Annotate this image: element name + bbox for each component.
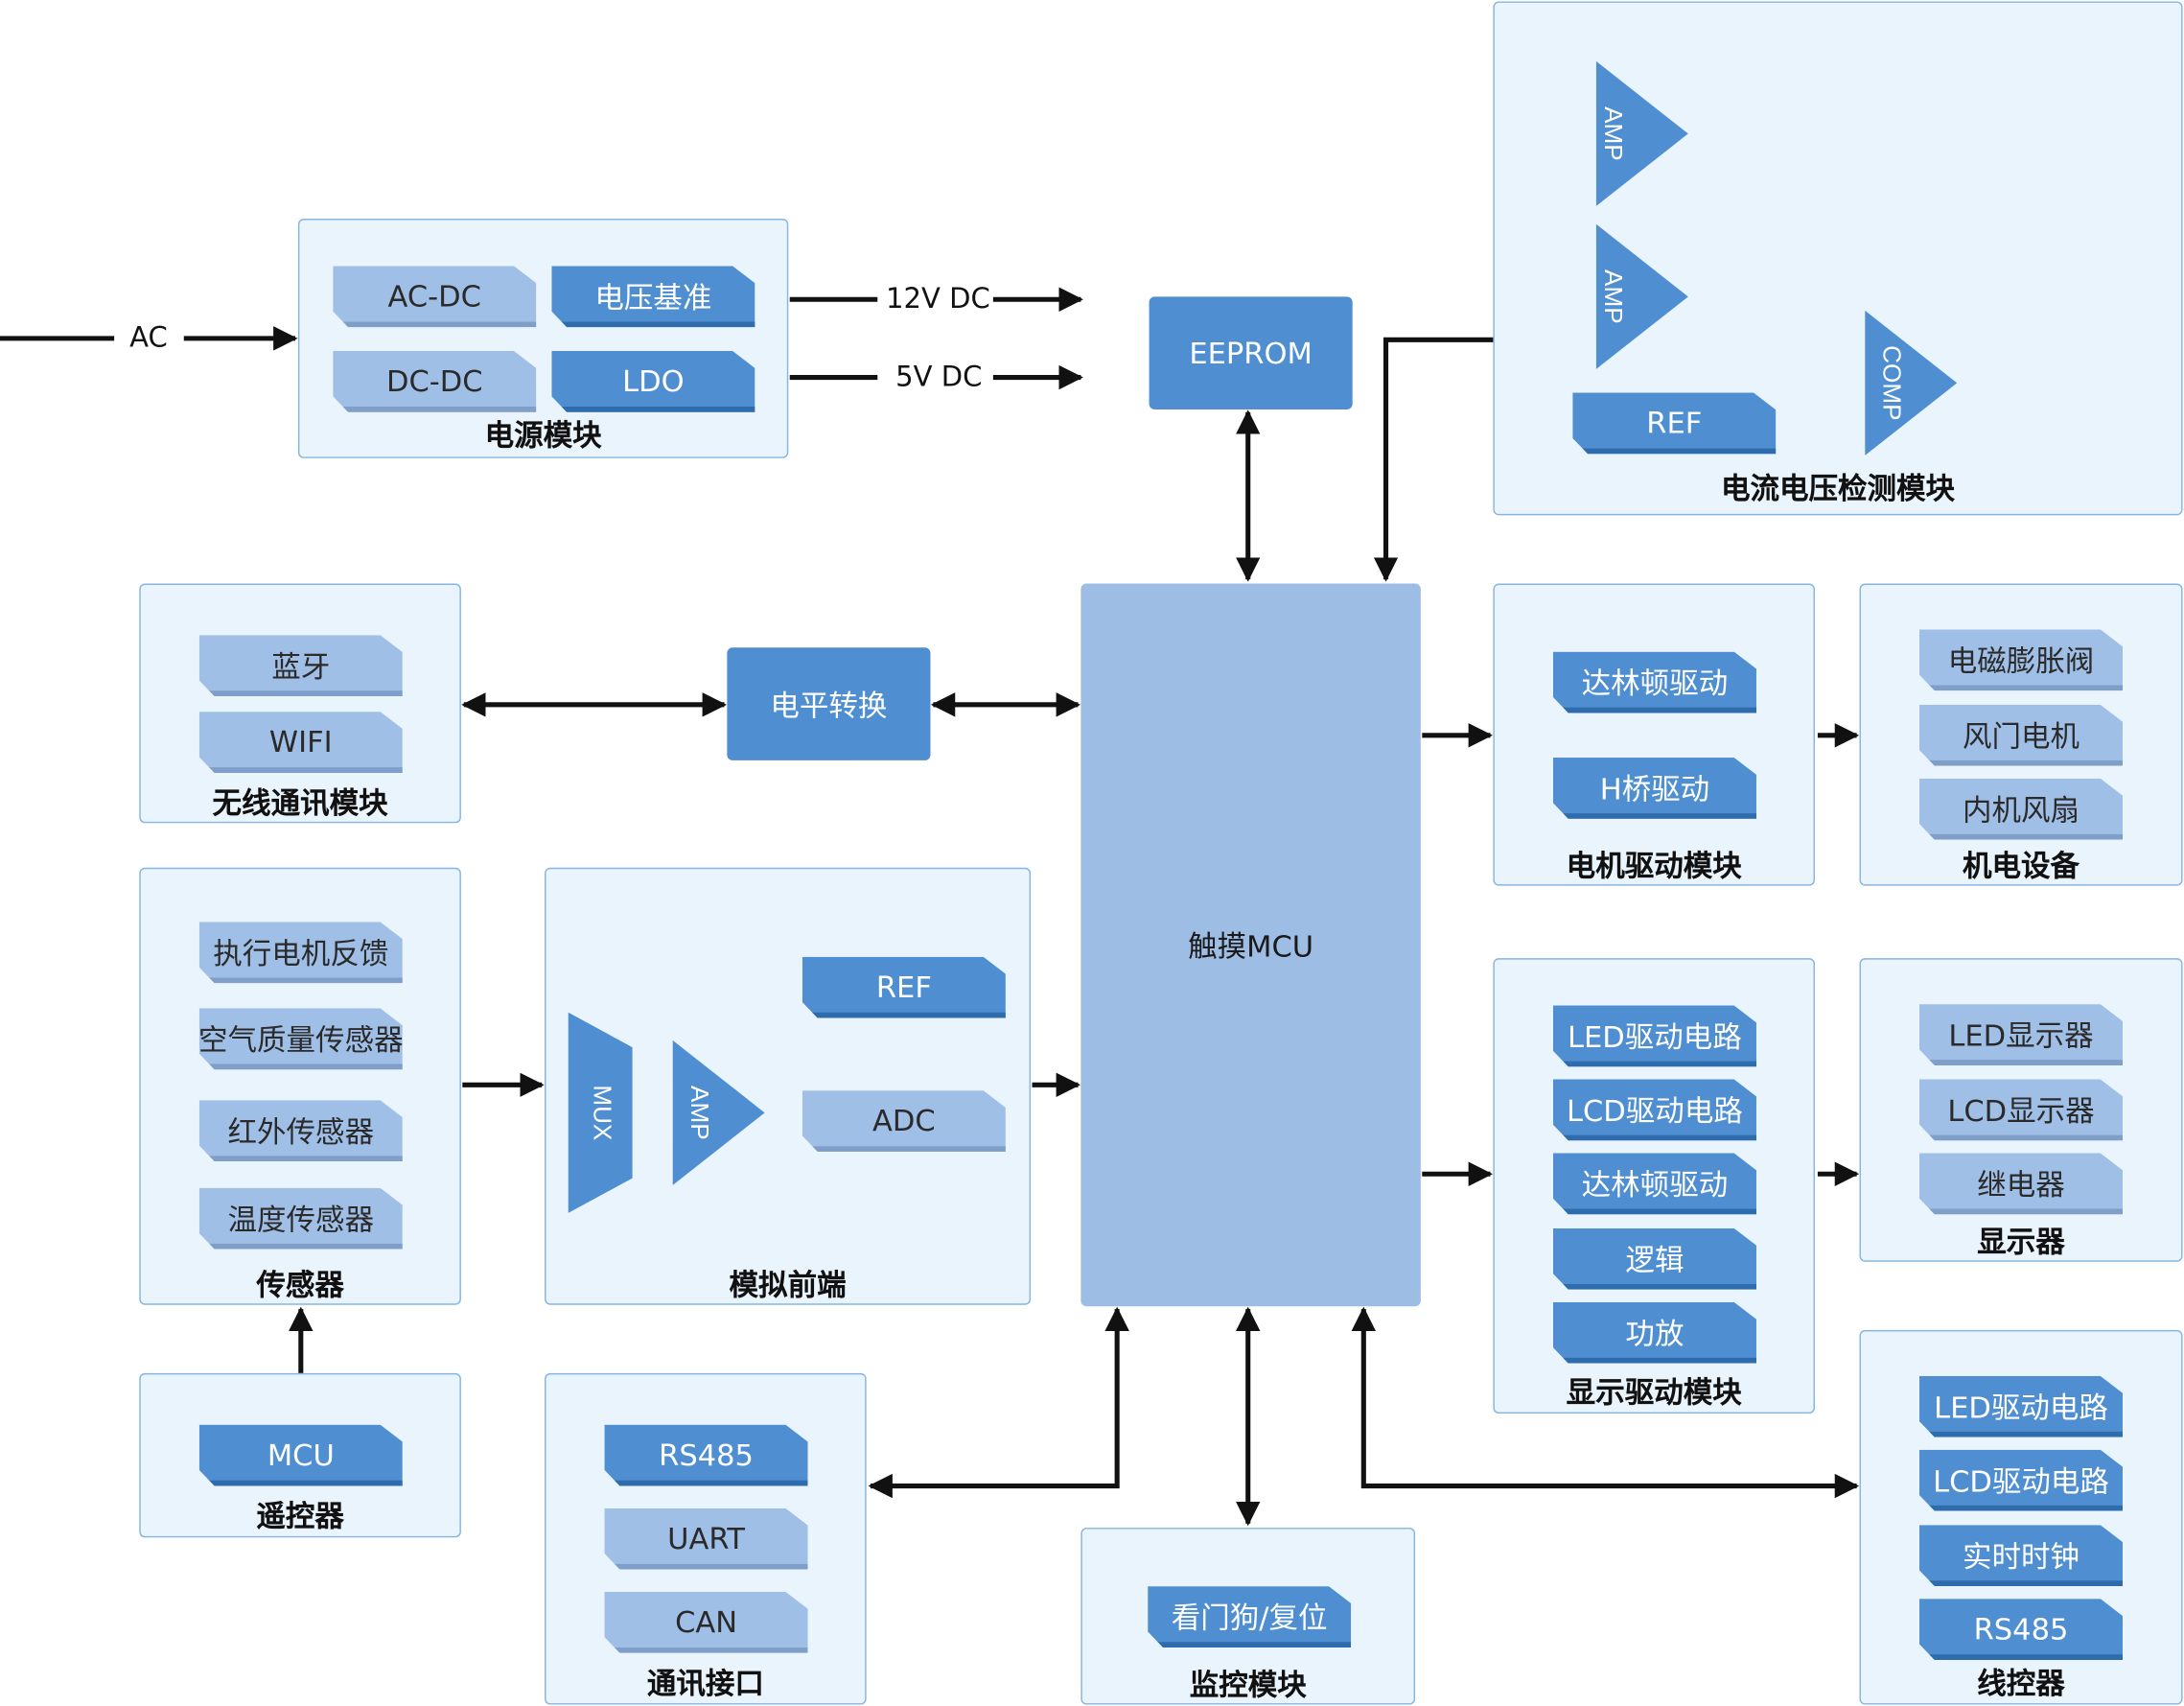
voltage-ref-chip: 电压基准 — [551, 266, 755, 328]
temperature-chip: 温度传感器 — [198, 1187, 403, 1250]
sensor-module: 执行电机反馈 空气质量传感器 红外传感器 温度传感器 传感器 — [139, 867, 461, 1305]
expansion-valve-chip: 电磁膨胀阀 — [1918, 629, 2124, 691]
frontend-ref-chip: REF — [802, 956, 1006, 1018]
ldo-chip: LDO — [551, 350, 755, 412]
eeprom-block: EEPROM — [1149, 296, 1353, 409]
motor-module: 达林顿驱动 H桥驱动 电机驱动模块 — [1493, 583, 1816, 886]
remote-module: MCU 遥控器 — [139, 1372, 461, 1538]
power-module-title: 电源模块 — [484, 419, 602, 453]
frontend-amp-triangle — [672, 1040, 765, 1185]
comp-label: COMP — [1878, 345, 1907, 420]
detect-to-mcu-arrow — [1373, 337, 1494, 582]
sensor-module-title: 传感器 — [256, 1268, 344, 1302]
air-quality-chip: 空气质量传感器 — [198, 1008, 403, 1070]
level-shift-label: 电平转换 — [770, 689, 888, 722]
mech-module: 电磁膨胀阀 风门电机 内机风扇 机电设备 — [1859, 583, 2183, 886]
frontend-amp-label: AMP — [685, 1086, 714, 1140]
indoor-fan-chip: 内机风扇 — [1918, 778, 2124, 840]
eeprom-label: EEPROM — [1189, 336, 1313, 370]
motor-module-title: 电机驱动模块 — [1566, 849, 1742, 883]
level-shift-block: 电平转换 — [727, 647, 931, 760]
dcdc-chip: DC-DC — [333, 350, 537, 412]
monitor-module-title: 监控模块 — [1189, 1668, 1307, 1702]
uart-chip: UART — [604, 1507, 808, 1570]
wc-lcd-driver-chip: LCD驱动电路 — [1918, 1449, 2124, 1511]
wc-rs485-chip: RS485 — [1918, 1599, 2124, 1661]
wireless-module: 蓝牙 WIFI 无线通讯模块 — [139, 583, 461, 824]
dc5-label: 5V DC — [895, 359, 983, 393]
frontend-module-title: 模拟前端 — [729, 1268, 847, 1302]
mcu-wirectrl-arrow — [1351, 1306, 1860, 1499]
amp1-triangle — [1595, 60, 1688, 206]
adc-chip: ADC — [802, 1090, 1006, 1153]
wifi-chip: WIFI — [198, 712, 403, 773]
touch-mcu-label: 触摸MCU — [1188, 929, 1314, 964]
detect-ref-chip: REF — [1572, 392, 1777, 455]
ac-label: AC — [129, 320, 168, 354]
can-chip: CAN — [604, 1591, 808, 1653]
remote-mcu-chip: MCU — [198, 1424, 403, 1486]
darlington-chip: 达林顿驱动 — [1552, 651, 1756, 713]
mcu-comm-arrow — [868, 1306, 1129, 1499]
mech-module-title: 机电设备 — [1963, 849, 2080, 883]
wc-led-driver-chip: LED驱动电路 — [1918, 1375, 2124, 1437]
lcd-driver-chip: LCD驱动电路 — [1552, 1079, 1756, 1141]
frontend-module: 模拟前端 — [545, 867, 1032, 1305]
frontend-shapes: MUX AMP — [568, 1012, 765, 1213]
comm-module-title: 通讯接口 — [646, 1667, 764, 1701]
led-driver-chip: LED驱动电路 — [1552, 1005, 1756, 1067]
rs485-chip: RS485 — [604, 1424, 808, 1486]
infrared-chip: 红外传感器 — [198, 1100, 403, 1162]
power-module: AC-DC 电压基准 DC-DC LDO 电源模块 — [297, 219, 789, 458]
damper-motor-chip: 风门电机 — [1918, 704, 2124, 766]
wire-controller-module: LED驱动电路 LCD驱动电路 实时时钟 RS485 线控器 — [1859, 1329, 2183, 1705]
watchdog-chip: 看门狗/复位 — [1148, 1586, 1352, 1648]
relay-chip: 继电器 — [1918, 1153, 2124, 1215]
wireless-module-title: 无线通讯模块 — [212, 786, 388, 821]
touch-mcu-block: 触摸MCU — [1080, 583, 1421, 1307]
display-driver-module: LED驱动电路 LCD驱动电路 达林顿驱动 逻辑 功放 显示驱动模块 — [1493, 958, 1816, 1414]
mux-trapezoid — [568, 1012, 633, 1213]
amplifier-chip: 功放 — [1552, 1301, 1756, 1364]
dc12-label: 12V DC — [885, 281, 990, 315]
hbridge-chip: H桥驱动 — [1552, 758, 1756, 819]
logic-chip: 逻辑 — [1552, 1227, 1756, 1290]
amp2-label: AMP — [1599, 269, 1628, 324]
monitor-module: 看门狗/复位 监控模块 — [1080, 1528, 1416, 1705]
bluetooth-chip: 蓝牙 — [198, 635, 403, 697]
display-module: LED显示器 LCD显示器 继电器 显示器 — [1859, 958, 2183, 1262]
detect-module-title: 电流电压检测模块 — [1720, 472, 1956, 506]
amp1-label: AMP — [1599, 106, 1628, 161]
detect-shapes: AMP AMP COMP — [1595, 60, 1958, 456]
wire-controller-module-title: 线控器 — [1977, 1667, 2065, 1701]
display-darlington-chip: 达林顿驱动 — [1552, 1153, 1756, 1215]
rtc-chip: 实时时钟 — [1918, 1525, 2124, 1587]
remote-module-title: 遥控器 — [256, 1500, 344, 1533]
led-display-chip: LED显示器 — [1918, 1004, 2124, 1065]
lcd-display-chip: LCD显示器 — [1918, 1079, 2124, 1141]
comp-triangle — [1865, 310, 1958, 456]
display-module-title: 显示器 — [1977, 1225, 2065, 1259]
display-driver-module-title: 显示驱动模块 — [1566, 1375, 1742, 1410]
amp2-triangle — [1595, 223, 1688, 369]
motor-feedback-chip: 执行电机反馈 — [198, 922, 403, 984]
acdc-chip: AC-DC — [333, 266, 537, 328]
mux-label: MUX — [588, 1085, 616, 1140]
comm-module: RS485 UART CAN 通讯接口 — [545, 1372, 867, 1705]
